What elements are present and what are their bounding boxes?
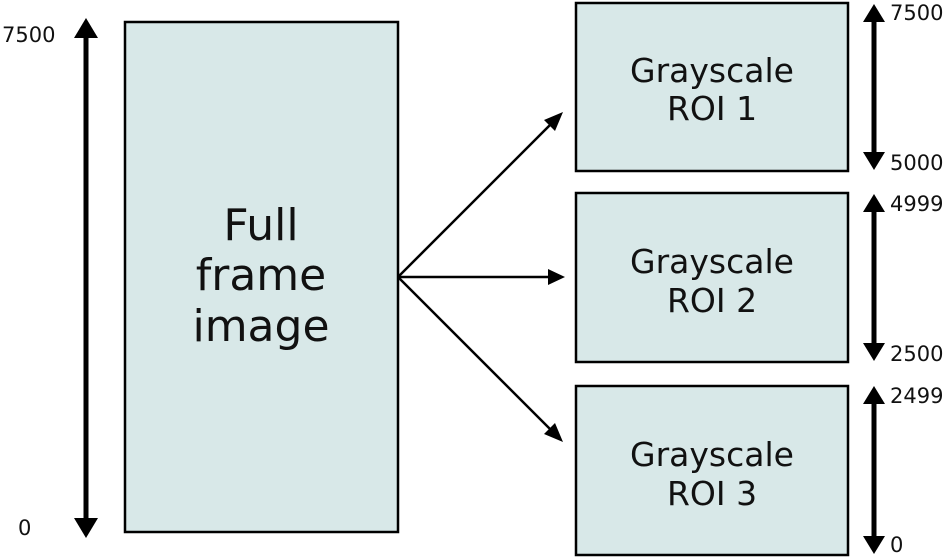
roi-2: Grayscale ROI 2 4999 2500	[574, 191, 943, 366]
full-frame-axis-top-label: 7500	[2, 23, 55, 47]
roi-2-label-line-1: Grayscale	[630, 242, 794, 281]
roi-2-rect	[574, 191, 850, 364]
roi-3-axis-bottom-label: 0	[890, 533, 903, 557]
roi-2-axis-top-label: 4999	[890, 192, 943, 216]
roi-3-label-line-1: Grayscale	[630, 435, 794, 474]
full-frame-axis-down-arrowhead	[74, 518, 98, 538]
arrow-to-roi-1-line	[397, 120, 555, 278]
roi-3-rect	[574, 384, 850, 557]
full-frame-axis: 7500 0	[2, 18, 98, 540]
roi-3-label-line-2: ROI 3	[667, 474, 757, 513]
arrow-to-roi-2-head	[548, 269, 565, 285]
arrow-to-roi-3-line	[397, 276, 555, 434]
roi-3: Grayscale ROI 3 2499 0	[574, 384, 943, 557]
roi-1-label-line-1: Grayscale	[630, 51, 794, 90]
roi-3-axis-top-label: 2499	[890, 384, 943, 408]
roi-1-label-line-2: ROI 1	[667, 89, 757, 128]
roi-2-label-line-2: ROI 2	[667, 281, 757, 320]
roi-1-axis-top-label: 7500	[890, 1, 943, 25]
roi-1-axis-down-arrowhead	[863, 152, 885, 170]
arrow-to-roi-1-head	[544, 112, 563, 131]
full-frame-axis-bottom-label: 0	[18, 516, 31, 540]
full-frame-box: Full frame image	[123, 20, 400, 534]
roi-3-axis-up-arrowhead	[863, 386, 885, 404]
roi-1-axis-bottom-label: 5000	[890, 151, 943, 175]
full-frame-label-line-2: frame	[196, 250, 326, 301]
roi-1-rect	[574, 1, 850, 173]
full-frame-label-line-3: image	[192, 301, 329, 352]
roi-2-axis-bottom-label: 2500	[890, 342, 943, 366]
roi-3-axis-down-arrowhead	[863, 536, 885, 554]
roi-1-axis-up-arrowhead	[863, 4, 885, 22]
roi-1: Grayscale ROI 1 7500 5000	[574, 1, 943, 175]
split-arrows	[397, 112, 565, 442]
full-frame-axis-up-arrowhead	[74, 18, 98, 38]
roi-2-axis-down-arrowhead	[863, 343, 885, 361]
roi-2-axis-up-arrowhead	[863, 194, 885, 212]
arrow-to-roi-3-head	[544, 423, 563, 442]
full-frame-rect	[123, 20, 400, 534]
full-frame-label-line-1: Full	[223, 200, 298, 251]
